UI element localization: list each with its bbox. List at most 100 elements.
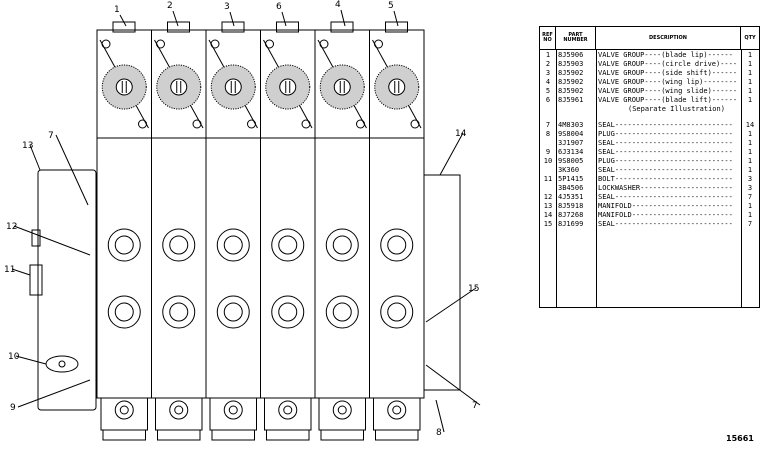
- top-lug: [330, 21, 354, 33]
- leader-line: [119, 14, 127, 27]
- row-qty: 3: [747, 184, 753, 192]
- left-manifold: [37, 169, 97, 411]
- side-boss: [31, 229, 41, 247]
- table-row: 5 8J5902 VALVE GROUP----(wing slide)------…: [540, 88, 759, 97]
- port-bore: [223, 235, 243, 255]
- row-part-number: 8J1699: [558, 220, 584, 228]
- parts-table-header: REF NO PART NUMBER DESCRIPTION QTY: [540, 27, 759, 50]
- row-qty: 3: [747, 175, 753, 183]
- port-ring: [107, 228, 141, 262]
- end-fitting: [169, 400, 189, 420]
- callout-label: 14: [455, 129, 467, 139]
- row-description: PLUG----------------------------: [598, 130, 733, 138]
- row-qty: 1: [747, 202, 753, 210]
- plug-oval: [45, 355, 79, 373]
- row-description: SEAL----------------------------: [598, 148, 733, 156]
- leader-line: [281, 11, 287, 27]
- callout-label: 5: [388, 1, 394, 11]
- row-ref-no: 10: [543, 157, 553, 165]
- valve-stem: [170, 78, 188, 96]
- row-part-number: 3B4506: [558, 184, 584, 192]
- bolt-hole: [101, 39, 111, 49]
- row-ref-no: 5: [545, 87, 551, 95]
- cap-bolts: [320, 429, 364, 441]
- cap-bolts: [211, 429, 255, 441]
- row-qty: 1: [747, 166, 753, 174]
- row-description: BOLT----------------------------: [598, 175, 733, 183]
- callout-label: 7: [48, 131, 54, 141]
- row-part-number: 3K360: [558, 166, 580, 174]
- row-description: VALVE GROUP----(circle drive)----: [598, 60, 738, 68]
- row-ref-no: 15: [543, 220, 553, 228]
- port-bore: [169, 235, 189, 255]
- end-fitting: [387, 400, 407, 420]
- row-qty: 1: [747, 96, 753, 104]
- callout-label: 2: [167, 1, 173, 11]
- row-description: VALVE GROUP----(wing slide)------: [598, 87, 738, 95]
- port-ring: [325, 228, 359, 262]
- bolt-hole: [301, 119, 311, 129]
- row-description: SEAL----------------------------: [598, 193, 733, 201]
- port-ring: [380, 295, 414, 329]
- row-qty: 1: [747, 60, 753, 68]
- row-ref-no: 1: [545, 51, 551, 59]
- row-description: LOCKWASHER----------------------: [598, 184, 733, 192]
- leader-line: [229, 11, 235, 27]
- port-ring: [162, 228, 196, 262]
- bolt-hole: [319, 39, 329, 49]
- row-description: (Separate Illustration): [628, 105, 725, 113]
- end-fitting-bore: [337, 405, 347, 415]
- row-ref-no: 8: [545, 130, 551, 138]
- port-ring: [107, 295, 141, 329]
- row-part-number: 8J5902: [558, 69, 584, 77]
- bolt-hole: [138, 119, 147, 129]
- valve-stem: [333, 78, 351, 96]
- port-bore: [332, 302, 352, 322]
- header-qty: QTY: [744, 34, 756, 41]
- port-ring: [216, 228, 250, 262]
- row-description: PLUG----------------------------: [598, 157, 733, 165]
- parts-table: REF NO PART NUMBER DESCRIPTION QTY 1 8J59…: [539, 26, 760, 308]
- callout-label: 8: [436, 428, 442, 438]
- row-qty: 1: [747, 157, 753, 165]
- port-bore: [278, 302, 298, 322]
- row-ref-no: 7: [545, 121, 551, 129]
- end-fitting: [278, 400, 298, 420]
- leader-line: [17, 379, 91, 408]
- port-bore: [387, 235, 407, 255]
- port-bore: [114, 302, 134, 322]
- end-fitting: [114, 400, 134, 420]
- row-description: VALVE GROUP----(side shift)------: [598, 69, 738, 77]
- table-row: 3K360 SEAL---------------------------- 1: [540, 167, 759, 176]
- row-part-number: 4M8303: [558, 121, 584, 129]
- top-lug: [276, 21, 299, 33]
- row-description: SEAL----------------------------: [598, 166, 733, 174]
- header-ref-no: REF NO: [540, 27, 556, 49]
- row-ref-no: 13: [543, 202, 553, 210]
- row-part-number: 8J5961: [558, 96, 584, 104]
- bolt-hole: [356, 119, 365, 129]
- bolt-hole: [410, 119, 420, 129]
- row-qty: 7: [747, 220, 753, 228]
- valve-stem: [224, 78, 242, 96]
- end-fitting-bore: [283, 405, 293, 415]
- cap-bolts: [157, 429, 201, 441]
- drawing-number: 15661: [726, 434, 754, 443]
- table-row: (Separate Illustration): [540, 106, 759, 115]
- cap-bolts: [375, 429, 419, 441]
- bolt-hole: [192, 119, 202, 129]
- row-ref-no: 12: [543, 193, 553, 201]
- row-qty: 1: [747, 211, 753, 219]
- port-ring: [162, 295, 196, 329]
- leader-line: [55, 134, 89, 206]
- right-manifold: [423, 174, 461, 391]
- row-qty: 1: [747, 69, 753, 77]
- row-description: VALVE GROUP----(blade lip)------: [598, 51, 733, 59]
- row-part-number: 8J5902: [558, 87, 584, 95]
